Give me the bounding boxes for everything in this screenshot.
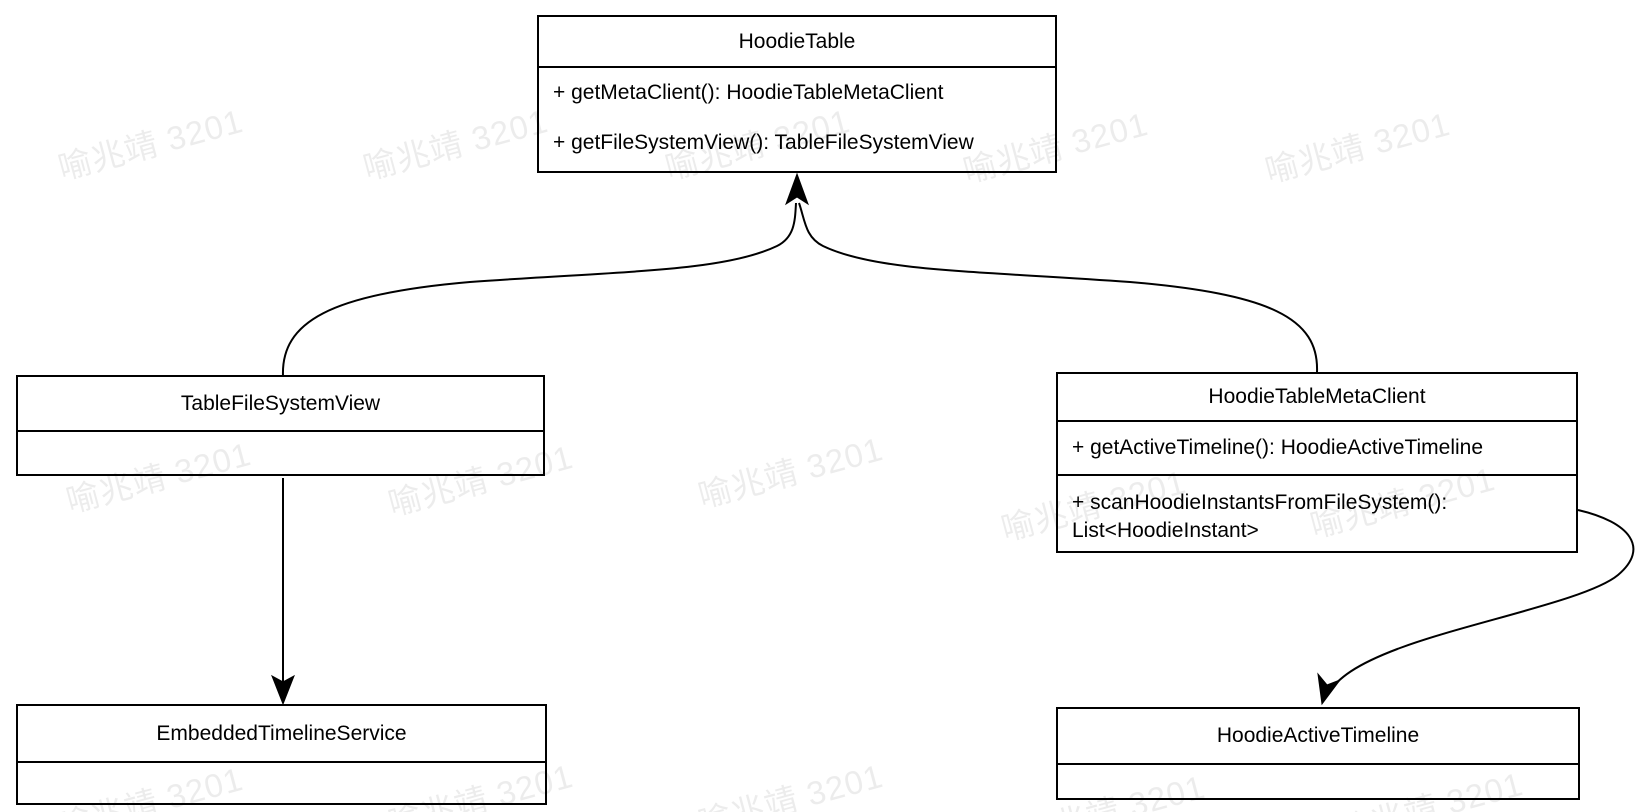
class-title: EmbeddedTimelineService <box>18 706 545 763</box>
class-title: HoodieTable <box>539 17 1055 68</box>
class-methods: + getMetaClient(): HoodieTableMetaClient… <box>539 68 1055 167</box>
arrowhead-down-embeddedtimelineservice <box>271 674 295 706</box>
class-title: HoodieTableMetaClient <box>1058 374 1576 422</box>
class-title: TableFileSystemView <box>18 377 543 432</box>
method-scanhoodieinstantsfromfilesystem: + scanHoodieInstantsFromFileSystem(): Li… <box>1072 491 1448 542</box>
class-box-hoodietable: HoodieTable + getMetaClient(): HoodieTab… <box>537 15 1057 173</box>
class-methods: + scanHoodieInstantsFromFileSystem(): Li… <box>1058 476 1576 558</box>
edge-hoodietablemetaclient-to-hoodietable <box>798 202 1319 373</box>
class-title: HoodieActiveTimeline <box>1058 709 1578 765</box>
class-methods: + getActiveTimeline(): HoodieActiveTimel… <box>1058 422 1576 476</box>
class-box-hoodietablemetaclient: HoodieTableMetaClient + getActiveTimelin… <box>1056 372 1578 553</box>
method-getactivetimeline: + getActiveTimeline(): HoodieActiveTimel… <box>1072 436 1484 459</box>
arrowhead-up-hoodietable <box>785 172 809 206</box>
class-box-hoodieactivetimeline: HoodieActiveTimeline <box>1056 707 1580 800</box>
method-getmetaclient: + getMetaClient(): HoodieTableMetaClient <box>553 81 944 104</box>
edge-hoodietablemetaclient-to-hoodieactivetimeline <box>1325 509 1635 697</box>
class-box-embeddedtimelineservice: EmbeddedTimelineService <box>16 704 547 805</box>
class-box-tablefilesystemview: TableFileSystemView <box>16 375 545 476</box>
arrowhead-down-hoodieactivetimeline <box>1317 672 1342 706</box>
edge-tablefilesystemview-to-hoodietable <box>281 202 797 377</box>
method-getfilesystemview: + getFileSystemView(): TableFileSystemVi… <box>553 131 974 154</box>
